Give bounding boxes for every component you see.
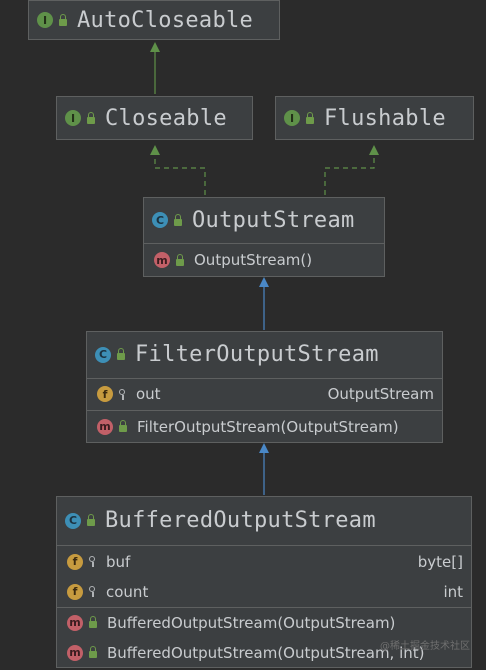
flushable-header: I Flushable xyxy=(276,97,473,139)
field-type: OutputStream xyxy=(327,385,434,403)
public-lock-icon xyxy=(87,111,95,124)
public-lock-icon xyxy=(119,420,127,432)
interface-icon: I xyxy=(65,110,81,126)
protected-key-icon xyxy=(89,586,96,597)
abstract-class-icon: C xyxy=(152,212,168,228)
flushable-title: Flushable xyxy=(324,105,446,131)
outputstream-header: C OutputStream xyxy=(144,198,384,242)
outputstream-implements-closeable-line xyxy=(154,155,206,195)
field-row[interactable]: f out OutputStream xyxy=(87,379,442,409)
public-lock-icon xyxy=(174,213,182,226)
public-lock-icon xyxy=(89,646,97,658)
autocloseable-header: I AutoCloseable xyxy=(29,1,279,39)
bufferedoutputstream-header: C BufferedOutputStream xyxy=(57,497,471,544)
field-icon: f xyxy=(97,386,113,402)
filteroutputstream-arrowhead xyxy=(259,443,269,453)
bufferedoutputstream-node[interactable]: C BufferedOutputStream f buf byte[] f co… xyxy=(56,496,472,668)
field-row[interactable]: f buf byte[] xyxy=(57,547,471,576)
field-type: int xyxy=(443,582,463,601)
autocloseable-node[interactable]: I AutoCloseable xyxy=(28,0,280,40)
separator xyxy=(57,545,471,546)
public-lock-icon xyxy=(306,111,314,124)
filteroutputstream-header: C FilterOutputStream xyxy=(87,332,442,377)
field-type: byte[] xyxy=(417,552,463,571)
method-signature: OutputStream() xyxy=(194,251,313,269)
bufferedoutputstream-title: BufferedOutputStream xyxy=(105,508,376,533)
method-row[interactable]: m OutputStream() xyxy=(144,244,384,276)
public-lock-icon xyxy=(89,616,97,628)
field-icon: f xyxy=(67,553,83,570)
separator xyxy=(144,243,384,244)
method-row[interactable]: m FilterOutputStream(OutputStream) xyxy=(87,411,442,442)
filteroutputstream-title: FilterOutputStream xyxy=(135,342,379,367)
protected-key-icon xyxy=(89,556,96,567)
separator xyxy=(57,607,471,608)
method-icon: m xyxy=(67,614,83,631)
public-lock-icon xyxy=(59,13,67,26)
field-icon: f xyxy=(67,583,83,600)
filteroutputstream-node[interactable]: C FilterOutputStream f out OutputStream … xyxy=(86,331,443,443)
class-icon: C xyxy=(95,346,111,363)
protected-key-icon xyxy=(119,388,126,400)
autocloseable-title: AutoCloseable xyxy=(77,7,254,33)
outputstream-node[interactable]: C OutputStream m OutputStream() xyxy=(143,197,385,277)
method-signature: BufferedOutputStream(OutputStream, int) xyxy=(107,643,425,662)
public-lock-icon xyxy=(176,253,184,266)
method-signature: FilterOutputStream(OutputStream) xyxy=(137,417,399,436)
public-lock-icon xyxy=(117,348,125,360)
outputstream-implements-flushable-line xyxy=(324,155,375,195)
field-name: count xyxy=(106,582,149,601)
method-signature: BufferedOutputStream(OutputStream) xyxy=(107,613,396,632)
closeable-header: I Closeable xyxy=(57,97,252,139)
outputstream-arrowhead xyxy=(259,277,269,287)
interface-icon: I xyxy=(284,110,300,126)
field-name: out xyxy=(136,385,161,403)
public-lock-icon xyxy=(87,514,95,526)
closeable-title: Closeable xyxy=(105,105,227,131)
separator xyxy=(87,378,442,379)
method-row[interactable]: m BufferedOutputStream(OutputStream, int… xyxy=(57,638,471,667)
watermark: @稀土掘金技术社区 xyxy=(380,641,470,652)
method-icon: m xyxy=(154,252,170,268)
method-icon: m xyxy=(97,418,113,435)
outputstream-title: OutputStream xyxy=(192,207,355,233)
flushable-arrowhead xyxy=(369,145,379,155)
closeable-node[interactable]: I Closeable xyxy=(56,96,253,140)
interface-icon: I xyxy=(37,12,53,28)
separator xyxy=(87,410,442,411)
method-row[interactable]: m BufferedOutputStream(OutputStream) xyxy=(57,608,471,637)
field-row[interactable]: f count int xyxy=(57,577,471,606)
class-icon: C xyxy=(65,512,81,529)
method-icon: m xyxy=(67,644,83,661)
flushable-node[interactable]: I Flushable xyxy=(275,96,474,140)
autocloseable-arrowhead xyxy=(150,42,160,52)
field-name: buf xyxy=(106,552,131,571)
closeable-arrowhead xyxy=(150,145,160,155)
